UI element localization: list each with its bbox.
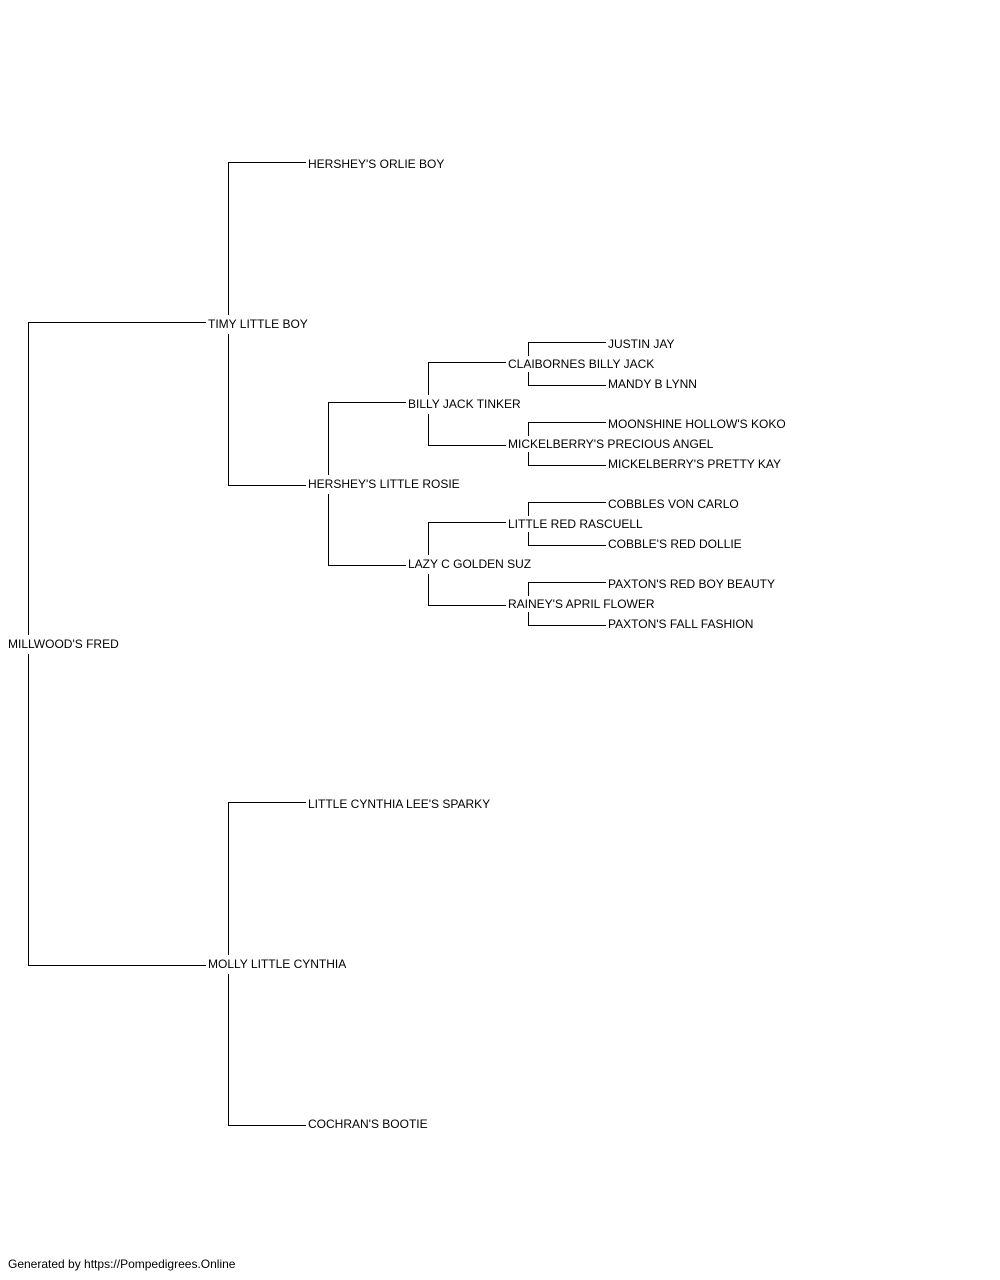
gen5-name-5: COBBLES VON CARLO (608, 497, 741, 511)
sire-dam-sire-name: BILLY JACK TINKER (408, 397, 523, 411)
generator-credit: Generated by https://Pompedigrees.Online (8, 1257, 236, 1271)
gen5-name-2: MANDY B LYNN (608, 377, 699, 391)
sire-sire-name: HERSHEY'S ORLIE BOY (308, 157, 447, 171)
gen5-name-6: COBBLE'S RED DOLLIE (608, 537, 744, 551)
dam-name: MOLLY LITTLE CYNTHIA (208, 957, 349, 971)
gen5-name-8: PAXTON'S FALL FASHION (608, 617, 756, 631)
gen5-name-3: MOONSHINE HOLLOW'S KOKO (608, 417, 788, 431)
sire-dam-dam-sire-name: LITTLE RED RASCUELL (508, 517, 645, 531)
gen5-name-7: PAXTON'S RED BOY BEAUTY (608, 577, 778, 591)
sire-dam-sire-dam-name: MICKELBERRY'S PRECIOUS ANGEL (508, 437, 716, 451)
sire-dam-name: HERSHEY'S LITTLE ROSIE (308, 477, 462, 491)
sire-dam-dam-dam-name: RAINEY'S APRIL FLOWER (508, 597, 657, 611)
sire-name: TIMY LITTLE BOY (208, 317, 310, 331)
gen5-name-4: MICKELBERRY'S PRETTY KAY (608, 457, 784, 471)
dam-sire-name: LITTLE CYNTHIA LEE'S SPARKY (308, 797, 493, 811)
pedigree-subject-name: MILLWOOD'S FRED (8, 637, 121, 651)
dam-dam-name: COCHRAN'S BOOTIE (308, 1117, 430, 1131)
gen5-name-1: JUSTIN JAY (608, 337, 677, 351)
sire-dam-dam-name: LAZY C GOLDEN SUZ (408, 557, 534, 571)
sire-dam-sire-sire-name: CLAIBORNES BILLY JACK (508, 357, 657, 371)
